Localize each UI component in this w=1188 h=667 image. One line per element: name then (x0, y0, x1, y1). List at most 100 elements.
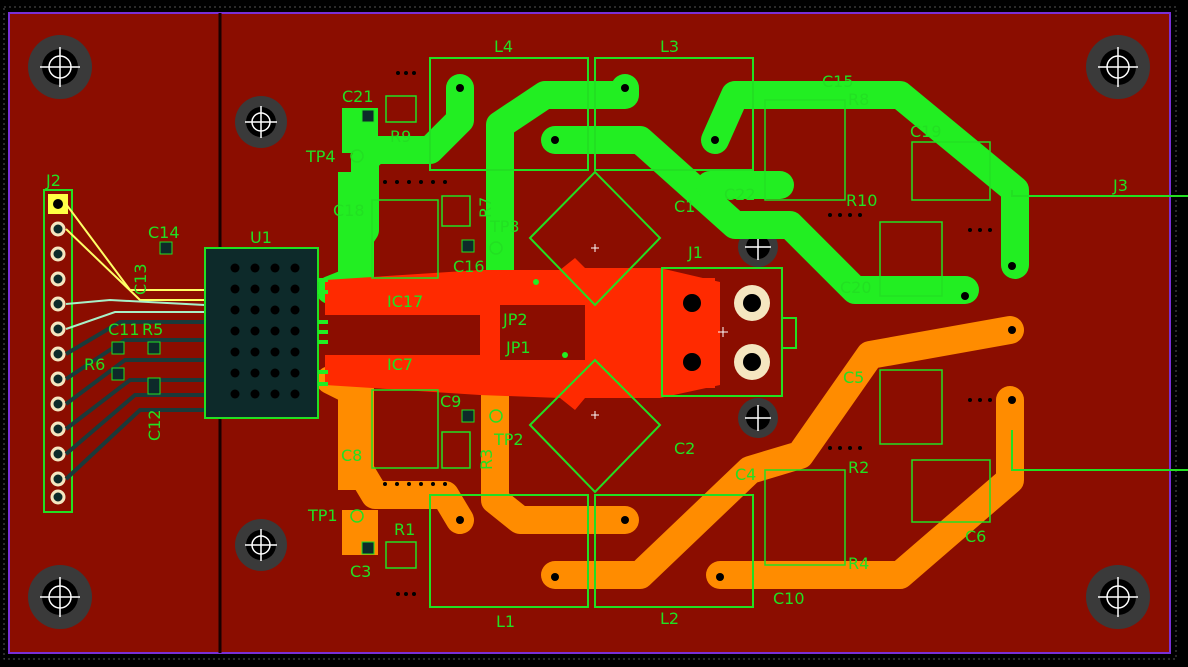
capacitor-diamonds (528, 170, 662, 494)
orange-pour-left (338, 380, 374, 490)
r7-outline (441, 195, 471, 227)
via-dot (848, 213, 852, 217)
r8-r10-outline (764, 99, 846, 201)
label-c10: C10 (773, 589, 805, 608)
u1-module (204, 247, 328, 419)
r1-outline (385, 541, 417, 569)
label-tp4: TP4 (305, 147, 336, 166)
label-l4: L4 (494, 37, 513, 56)
label-l3: L3 (660, 37, 679, 56)
u1-pad (250, 389, 260, 399)
mounting-hole (28, 565, 92, 629)
u1-pad-grid (230, 263, 300, 399)
label-r2: R2 (848, 458, 869, 477)
label-r3: R3 (477, 449, 496, 470)
mounting-hole (1086, 35, 1150, 99)
label-l1: L1 (496, 612, 515, 631)
green-net-traces (316, 74, 1029, 304)
label-r10: R10 (846, 191, 877, 210)
red-pad-j1 (670, 278, 715, 388)
l2-outline (594, 494, 754, 608)
label-c2: C2 (674, 439, 695, 458)
green-trace-c15 (701, 81, 1029, 279)
u1-pad (250, 326, 260, 336)
mounting-hole (235, 96, 287, 148)
smd-components (111, 71, 992, 596)
label-c14: C14 (148, 223, 180, 242)
via-dot (828, 446, 832, 450)
via-dot (978, 398, 982, 402)
orange-trace-c4 (541, 316, 1024, 589)
c2-outline (528, 358, 662, 494)
j1-pad (683, 353, 701, 371)
via-dot (838, 213, 842, 217)
red-pour-neck (575, 268, 600, 398)
u1-pad (250, 368, 260, 378)
via-dot (443, 180, 447, 184)
j2-pins (50, 221, 66, 505)
u1-pad (270, 263, 280, 273)
c20-outline (879, 221, 943, 297)
u1-pad (270, 326, 280, 336)
via-dot (988, 398, 992, 402)
label-c7: IC7 (387, 355, 413, 374)
u1-pad (230, 389, 240, 399)
via-dot (396, 592, 400, 596)
label-r8: R8 (848, 90, 869, 109)
test-points (350, 149, 503, 523)
signal-traces (64, 203, 206, 481)
label-c3: C3 (350, 562, 371, 581)
j1-tab (781, 317, 797, 349)
green-trace-c1 (541, 126, 979, 304)
c1-outline (528, 170, 662, 307)
via-dots (383, 71, 992, 596)
trace-vias (456, 84, 1016, 581)
label-c16: C16 (453, 257, 485, 276)
r9-outline (385, 95, 417, 123)
label-r6: R6 (84, 355, 105, 374)
j1-pad (683, 294, 701, 312)
label-c19: C19 (910, 122, 942, 141)
u1-pad (230, 368, 240, 378)
silkscreen-labels: J2 J3 J1 U1 L4 L3 L1 L2 C1 C2 C3 C4 C5 C… (45, 37, 1128, 631)
via-dot (383, 180, 387, 184)
u1-pad (290, 305, 300, 315)
l1-outline (429, 494, 589, 608)
u1-pad (290, 347, 300, 357)
via-dot (858, 446, 862, 450)
u1-pad (250, 284, 260, 294)
mounting-hole (28, 35, 92, 99)
via-dot (412, 71, 416, 75)
label-l2: L2 (660, 609, 679, 628)
label-c15: C15 (822, 72, 854, 91)
jumper-markers (533, 279, 568, 358)
via-dot (419, 482, 423, 486)
c19-outline (911, 141, 991, 201)
u1-pad (250, 263, 260, 273)
u1-pad (290, 389, 300, 399)
via-dot (988, 228, 992, 232)
label-r9: R9 (390, 127, 411, 146)
green-trace-l3 (486, 74, 639, 294)
label-c5: C5 (843, 368, 864, 387)
u1-pad (230, 263, 240, 273)
label-r5: R5 (142, 320, 163, 339)
u1-pad (270, 368, 280, 378)
inductor-outlines (429, 57, 754, 608)
label-r1: R1 (394, 520, 415, 539)
u1-pad (230, 326, 240, 336)
l3-outline (594, 57, 754, 171)
mounting-hole (1086, 565, 1150, 629)
via-dot (404, 71, 408, 75)
label-c21: C21 (342, 87, 374, 106)
u1-outline (204, 247, 319, 419)
green-pour-left (338, 172, 374, 282)
j1-connector (661, 267, 797, 397)
orange-net-traces (316, 316, 1024, 589)
orange-trace-l2 (481, 326, 639, 534)
u1-pins-right (318, 278, 328, 386)
label-c12: C12 (145, 409, 164, 441)
via-dot (412, 592, 416, 596)
label-j2: J2 (45, 171, 61, 190)
